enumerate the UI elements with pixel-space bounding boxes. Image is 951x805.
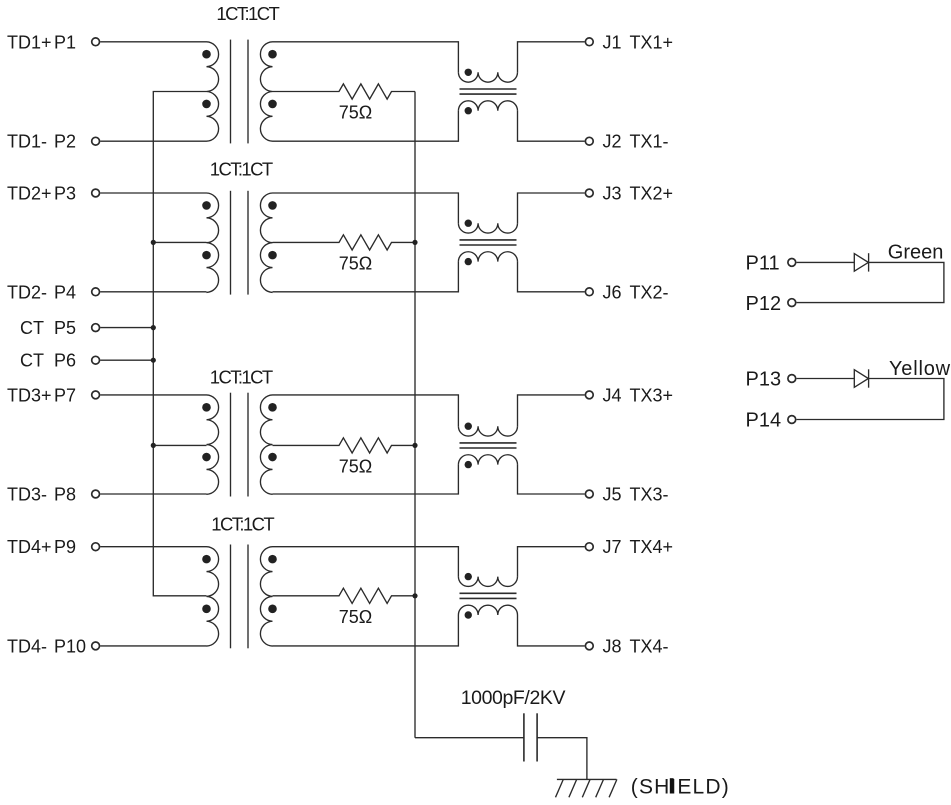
- svg-text:TD3+: TD3+: [7, 385, 52, 405]
- svg-text:J7: J7: [603, 537, 622, 557]
- svg-text:J1: J1: [603, 32, 622, 52]
- svg-text:P7: P7: [54, 385, 76, 405]
- svg-text:J3: J3: [603, 184, 622, 204]
- svg-text:75Ω: 75Ω: [339, 253, 372, 273]
- svg-text:TD4+: TD4+: [7, 537, 52, 557]
- svg-text:J8: J8: [603, 636, 622, 656]
- svg-text:P11: P11: [746, 253, 780, 275]
- svg-text:P9: P9: [54, 537, 76, 557]
- svg-text:J5: J5: [603, 485, 622, 505]
- svg-text:P3: P3: [54, 184, 76, 204]
- svg-text:P6: P6: [54, 351, 76, 371]
- svg-text:J4: J4: [603, 385, 622, 405]
- svg-text:Yellow: Yellow: [889, 358, 951, 380]
- svg-text:J6: J6: [603, 282, 622, 302]
- svg-text:TD2+: TD2+: [7, 184, 52, 204]
- svg-text:TX1+: TX1+: [630, 32, 674, 52]
- svg-text:1CT:1CT: 1CT:1CT: [210, 367, 273, 388]
- svg-text:P10: P10: [54, 636, 86, 656]
- svg-text:TX4+: TX4+: [630, 537, 674, 557]
- svg-text:TX2-: TX2-: [630, 282, 669, 302]
- svg-text:TD4-: TD4-: [7, 636, 47, 656]
- svg-text:1CT:1CT: 1CT:1CT: [216, 3, 279, 24]
- svg-text:P1: P1: [54, 32, 76, 52]
- svg-text:P13: P13: [746, 369, 782, 391]
- svg-text:TX4-: TX4-: [630, 636, 669, 656]
- svg-text:Green: Green: [888, 242, 944, 264]
- svg-text:P2: P2: [54, 132, 76, 152]
- svg-text:1CT:1CT: 1CT:1CT: [210, 159, 273, 180]
- svg-text:75Ω: 75Ω: [339, 607, 372, 627]
- svg-text:1000pF/2KV: 1000pF/2KV: [461, 687, 566, 709]
- svg-text:P14: P14: [746, 410, 782, 432]
- svg-text:TX3+: TX3+: [630, 385, 674, 405]
- svg-text:TD1+: TD1+: [7, 32, 52, 52]
- svg-text:J2: J2: [603, 132, 622, 152]
- svg-text:P12: P12: [746, 293, 782, 315]
- svg-text:TD3-: TD3-: [7, 485, 47, 505]
- svg-text:P8: P8: [54, 485, 76, 505]
- svg-text:TX1-: TX1-: [630, 132, 669, 152]
- svg-text:TX3-: TX3-: [630, 485, 669, 505]
- svg-text:75Ω: 75Ω: [339, 456, 372, 476]
- svg-text:75Ω: 75Ω: [339, 103, 372, 123]
- svg-text:TD2-: TD2-: [7, 282, 47, 302]
- svg-text:(SHIELD): (SHIELD): [631, 776, 730, 799]
- svg-text:P4: P4: [54, 282, 76, 302]
- svg-text:P5: P5: [54, 318, 76, 338]
- svg-text:TX2+: TX2+: [630, 184, 674, 204]
- svg-text:CT: CT: [20, 318, 44, 338]
- svg-text:TD1-: TD1-: [7, 132, 47, 152]
- svg-text:1CT:1CT: 1CT:1CT: [211, 513, 274, 534]
- svg-text:CT: CT: [20, 351, 44, 371]
